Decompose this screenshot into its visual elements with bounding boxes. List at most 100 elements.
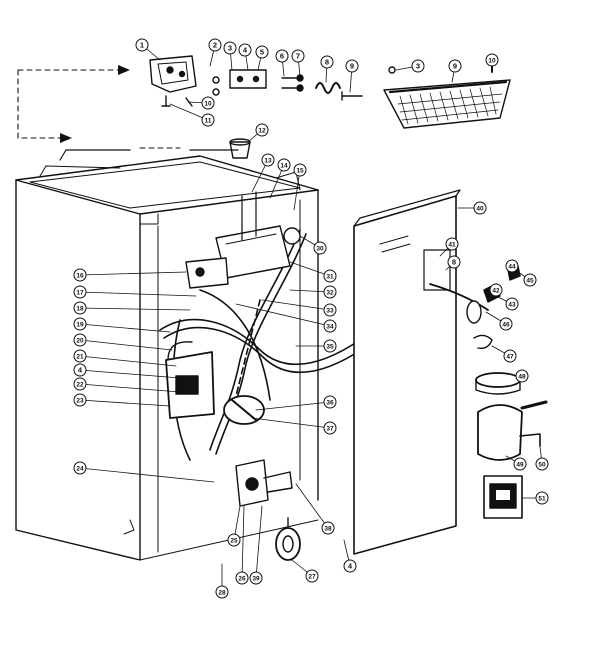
water-valve — [185, 257, 229, 289]
callout-number: 5 — [260, 48, 264, 57]
callout-circle — [513, 457, 527, 471]
callout-33: 33 — [323, 303, 337, 317]
callout-11: 11 — [201, 113, 215, 127]
callout-circle — [323, 421, 337, 435]
pump-assembly — [165, 341, 215, 419]
callout-39: 39 — [249, 571, 263, 585]
callout-leader-24 — [79, 467, 215, 483]
callout-number: 16 — [76, 273, 84, 280]
callout-number: 31 — [326, 274, 334, 281]
callout-4: 4 — [238, 43, 252, 57]
callout-22: 22 — [73, 377, 87, 391]
callout-51: 51 — [535, 491, 549, 505]
callout-circle — [523, 273, 537, 287]
callout-number: 17 — [76, 290, 84, 297]
callout-number: 7 — [296, 52, 300, 61]
callout-number: 11 — [205, 118, 212, 125]
callout-circle — [238, 43, 252, 57]
arrow-heads — [60, 65, 130, 143]
callout-circle — [323, 395, 337, 409]
callout-number: 35 — [326, 344, 334, 351]
callout-circle — [489, 283, 503, 297]
callout-circle — [323, 319, 337, 333]
callout-number: 49 — [516, 462, 524, 469]
callout-30: 30 — [313, 241, 327, 255]
callout-15: 15 — [293, 163, 307, 177]
callout-circle — [73, 377, 87, 391]
callout-circle — [343, 559, 357, 573]
callout-number: 3 — [228, 44, 232, 53]
callout-circle — [135, 38, 149, 52]
callout-circle — [485, 53, 499, 67]
callout-circle — [313, 241, 327, 255]
callout-leader-18 — [79, 307, 191, 311]
callout-leader-16 — [79, 271, 187, 276]
callout-number: 9 — [350, 62, 354, 71]
motor-assembly — [223, 395, 293, 507]
callout-circle — [275, 49, 289, 63]
callout-number: 24 — [76, 466, 84, 473]
callout-circle — [73, 317, 87, 331]
callout-4: 4 — [73, 363, 87, 377]
callout-32: 32 — [323, 285, 337, 299]
callout-number: 28 — [218, 590, 226, 597]
caster-wheel — [275, 517, 301, 561]
callout-43: 43 — [505, 297, 519, 311]
spring-clip — [315, 82, 341, 94]
callout-3: 3 — [223, 41, 237, 55]
callout-number: 2 — [213, 41, 217, 50]
callout-number: 4 — [78, 366, 83, 375]
callout-14: 14 — [277, 158, 291, 172]
instruction-card — [483, 475, 523, 519]
callout-number: 42 — [492, 288, 500, 295]
cup-part — [229, 141, 251, 159]
callout-19: 19 — [73, 317, 87, 331]
callout-16: 16 — [73, 268, 87, 282]
callout-23: 23 — [73, 393, 87, 407]
callout-circle — [535, 457, 549, 471]
mounting-bracket — [149, 55, 197, 93]
callout-leader-11 — [169, 103, 209, 121]
callout-leader-15 — [293, 169, 301, 211]
callout-34: 34 — [323, 319, 337, 333]
callout-circle — [505, 297, 519, 311]
callout-leader-31 — [289, 261, 331, 277]
callout-number: 26 — [238, 576, 246, 583]
callout-number: 37 — [326, 426, 334, 433]
callout-38: 38 — [321, 521, 335, 535]
callout-20: 20 — [73, 333, 87, 347]
drain-hose-parts — [475, 372, 548, 461]
callout-number: 33 — [326, 308, 334, 315]
callout-25: 25 — [227, 533, 241, 547]
callout-circle — [323, 339, 337, 353]
callout-number: 45 — [526, 278, 534, 285]
callout-circle — [73, 301, 87, 315]
callout-40: 40 — [473, 201, 487, 215]
callout-circle — [320, 55, 334, 69]
callout-circle — [201, 113, 215, 127]
callout-number: 46 — [502, 322, 510, 329]
callout-number: 10 — [204, 101, 212, 108]
callout-circle — [235, 571, 249, 585]
callout-number: 34 — [326, 324, 334, 331]
callout-12: 12 — [255, 123, 269, 137]
callout-leader-20 — [79, 339, 173, 351]
callout-number: 50 — [538, 462, 546, 469]
callout-18: 18 — [73, 301, 87, 315]
callout-circle — [473, 201, 487, 215]
callout-9: 9 — [448, 59, 462, 73]
callout-number: 4 — [243, 46, 248, 55]
callout-circle — [447, 255, 461, 269]
callout-leader-19 — [79, 323, 171, 333]
callout-leader-37 — [251, 417, 331, 429]
callout-circle — [208, 38, 222, 52]
callout-leader-34 — [235, 303, 331, 327]
callout-circle — [223, 41, 237, 55]
callout-number: 9 — [453, 62, 457, 71]
callout-number: 1 — [140, 41, 144, 50]
callout-3: 3 — [411, 59, 425, 73]
callout-circle — [249, 571, 263, 585]
callout-leader-4 — [79, 369, 181, 379]
callout-number: 23 — [76, 398, 84, 405]
